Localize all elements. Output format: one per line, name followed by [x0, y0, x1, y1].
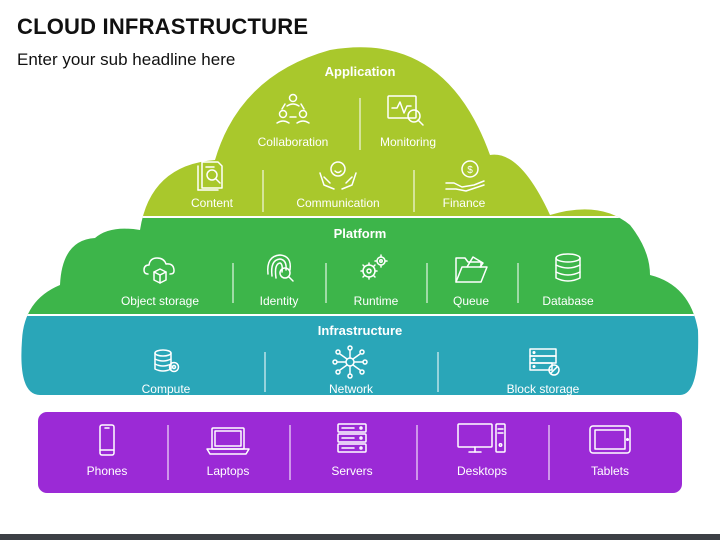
platform-item-label: Database [542, 294, 594, 308]
device-label: Desktops [457, 464, 507, 478]
infrastructure-item-label: Compute [142, 382, 191, 396]
application-heading: Application [325, 64, 396, 79]
application-item-label: Finance [443, 196, 486, 210]
server-icon [337, 423, 367, 453]
platform-item-label: Queue [453, 294, 489, 308]
footer-bar [0, 534, 720, 540]
application-item-label: Content [191, 196, 234, 210]
application-item-label: Communication [296, 196, 379, 210]
fingerprint-icon [267, 254, 294, 282]
page-subtitle: Enter your sub headline here [17, 50, 236, 69]
infrastructure-item-label: Network [329, 382, 374, 396]
platform-item-label: Object storage [121, 294, 199, 308]
platform-item-label: Identity [260, 294, 299, 308]
monitoring-icon [387, 95, 424, 126]
communication-icon [319, 161, 357, 190]
object-storage-icon [143, 257, 175, 284]
tablet-icon [589, 425, 631, 454]
collaboration-icon [276, 93, 310, 124]
phone-icon [99, 424, 115, 456]
infrastructure-heading: Infrastructure [318, 323, 403, 338]
desktop-icon [457, 423, 506, 453]
infrastructure-item-label: Block storage [507, 382, 580, 396]
database-icon [555, 253, 581, 282]
application-item-label: Monitoring [380, 135, 436, 149]
finance-icon: $ [445, 160, 485, 192]
platform-heading: Platform [334, 226, 387, 241]
laptop-icon [206, 427, 250, 455]
device-label: Servers [331, 464, 372, 478]
platform-item-label: Runtime [354, 294, 399, 308]
compute-icon [154, 349, 180, 373]
folder-icon [455, 256, 488, 283]
platform-band [21, 217, 699, 315]
block-storage-icon [529, 348, 560, 376]
gears-icon [360, 254, 388, 280]
page-title: CLOUD INFRASTRUCTURE [17, 14, 309, 39]
content-icon [197, 161, 223, 191]
device-label: Tablets [591, 464, 629, 478]
device-label: Laptops [207, 464, 250, 478]
device-label: Phones [87, 464, 128, 478]
svg-text:$: $ [467, 165, 473, 176]
application-item-label: Collaboration [258, 135, 329, 149]
network-icon [332, 345, 368, 379]
